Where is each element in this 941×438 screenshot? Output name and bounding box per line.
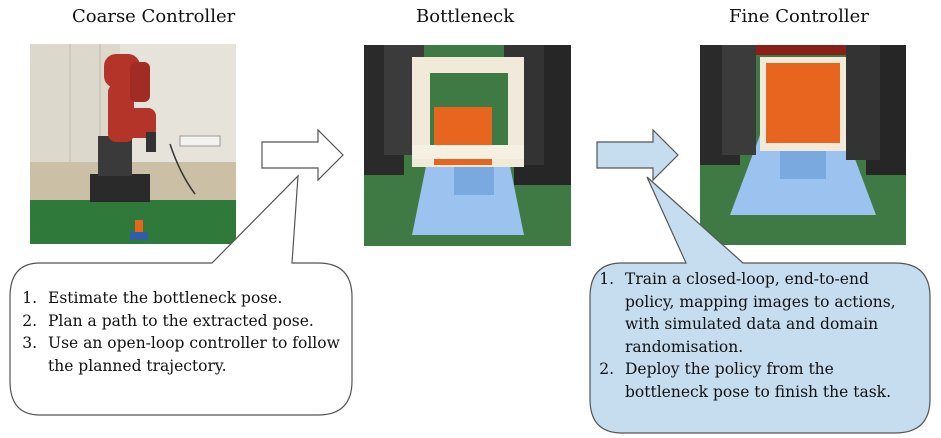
- arrow-right-icon: [261, 128, 344, 182]
- coarse-step: Use an open-loop controller to follow th…: [42, 332, 346, 377]
- gripper-fine-scene: [700, 45, 906, 245]
- fine-controller-photo: [700, 45, 906, 245]
- coarse-steps-text: Estimate the bottleneck pose. Plan a pat…: [16, 287, 346, 377]
- arrow-right-icon: [596, 128, 679, 182]
- bottleneck-heading: Bottleneck: [416, 6, 515, 27]
- coarse-controller-heading: Coarse Controller: [72, 6, 236, 27]
- robot-arm-scene: [30, 44, 236, 244]
- coarse-steps-list: Estimate the bottleneck pose. Plan a pat…: [16, 287, 346, 377]
- fine-step: Deploy the policy from the bottleneck po…: [619, 358, 903, 403]
- fine-step: Train a closed-loop, end-to-end policy, …: [619, 268, 903, 358]
- fine-steps-list: Train a closed-loop, end-to-end policy, …: [593, 268, 903, 403]
- fine-callout-bubble: [589, 176, 931, 434]
- coarse-step: Estimate the bottleneck pose.: [42, 287, 346, 310]
- fine-controller-heading: Fine Controller: [729, 6, 869, 27]
- fine-steps-text: Train a closed-loop, end-to-end policy, …: [593, 268, 903, 403]
- coarse-step: Plan a path to the extracted pose.: [42, 310, 346, 333]
- coarse-callout-bubble: [9, 174, 353, 416]
- bottleneck-photo: [364, 45, 571, 246]
- coarse-controller-photo: [30, 44, 236, 244]
- gripper-bottleneck-scene: [364, 45, 571, 246]
